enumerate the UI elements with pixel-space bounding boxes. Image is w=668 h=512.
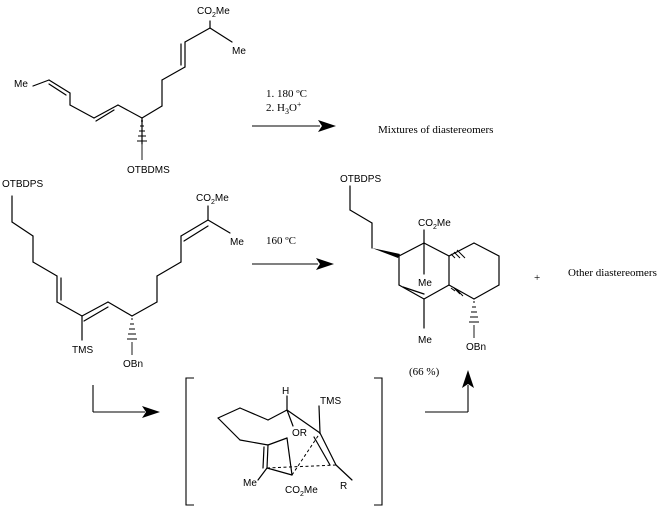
ts-r-label: R [340,481,347,492]
transition-state-entry-arrow [92,385,160,418]
substrate-2-obn-label: OBn [123,359,143,370]
product-ester-label: CO2Me [418,218,451,231]
substrate-1-methyl-label: Me [232,46,246,57]
substrate-2-structure [11,195,231,355]
substrate-2-methyl-label: Me [230,237,244,248]
substrate-1-ester-label: CO2Me [197,6,230,19]
product-yield: (66 %) [409,366,440,378]
substrate-2-tms-label: TMS [72,345,93,356]
ts-or-label: OR [292,428,307,439]
ts-hydrogen-label: H [282,386,289,397]
transition-state-exit-arrow [425,370,474,413]
product-angular-methyl-label: Me [418,278,432,289]
product-obn-label: OBn [466,342,486,353]
reaction-1-step-2: 2. H3O+ [266,100,302,116]
ts-tms-label: TMS [320,396,341,407]
reaction-1-step-1: 1. 180 ºC [266,88,307,100]
transition-state-structure [217,395,353,481]
substrate-1-terminal-methyl-label: Me [14,79,28,90]
ts-ester-label: CO2Me [285,485,318,498]
substrate-1-structure [32,20,233,160]
reaction-1-outcome: Mixtures of diastereomers [378,124,493,136]
substrate-2-ester-label: CO2Me [196,193,229,206]
reaction-1-arrow [252,120,336,132]
product-otbdps-label: OTBDPS [340,174,381,185]
ts-methyl-label: Me [243,478,257,489]
reaction-2-arrow [252,258,334,270]
product-vinyl-methyl-label: Me [418,335,432,346]
other-diastereomers-label: Other diastereomers [568,267,657,279]
substrate-1-otbdms-label: OTBDMS [127,165,170,176]
product-structure [349,185,500,338]
reaction-2-condition: 160 ºC [266,235,296,247]
transition-state-brackets [185,377,383,506]
plus-sign: + [534,272,540,284]
substrate-2-otbdps-label: OTBDPS [2,179,43,190]
